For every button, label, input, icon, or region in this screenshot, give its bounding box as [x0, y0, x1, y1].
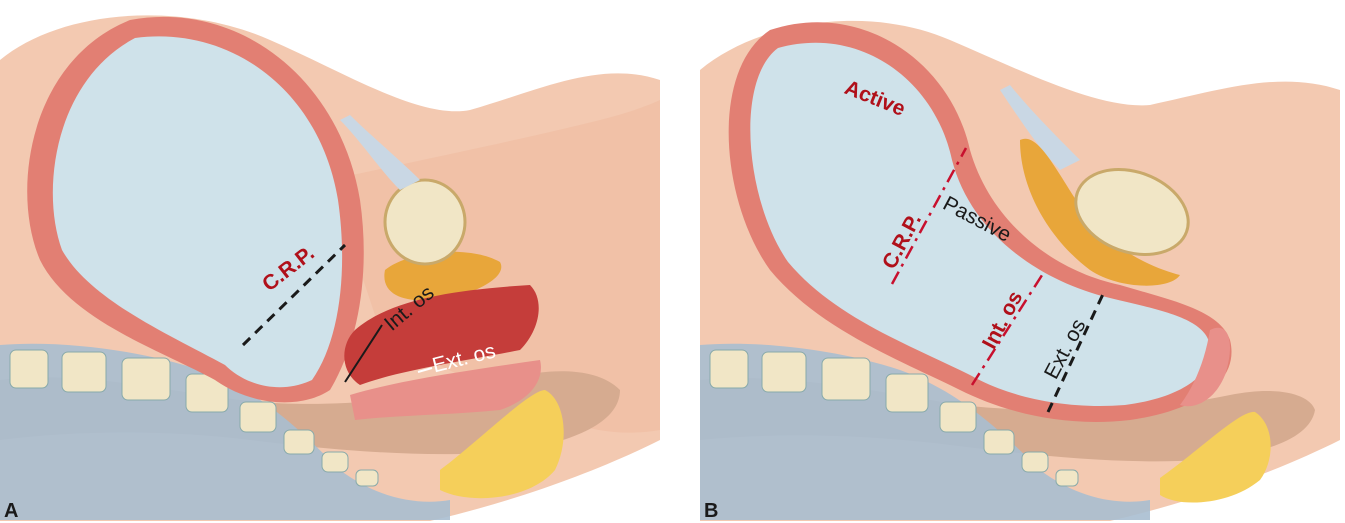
- pubic-bone-a: [385, 180, 465, 264]
- panel-b: Active C.R.P. Passive Int. os Ext. os B: [700, 0, 1345, 521]
- panel-letter-a: A: [4, 500, 18, 523]
- panel-b-illustration: [700, 0, 1345, 521]
- panel-a-illustration: [0, 0, 670, 521]
- panel-a: C.R.P. Int. os Ext. os A: [0, 0, 670, 521]
- panel-letter-b: B: [704, 500, 718, 523]
